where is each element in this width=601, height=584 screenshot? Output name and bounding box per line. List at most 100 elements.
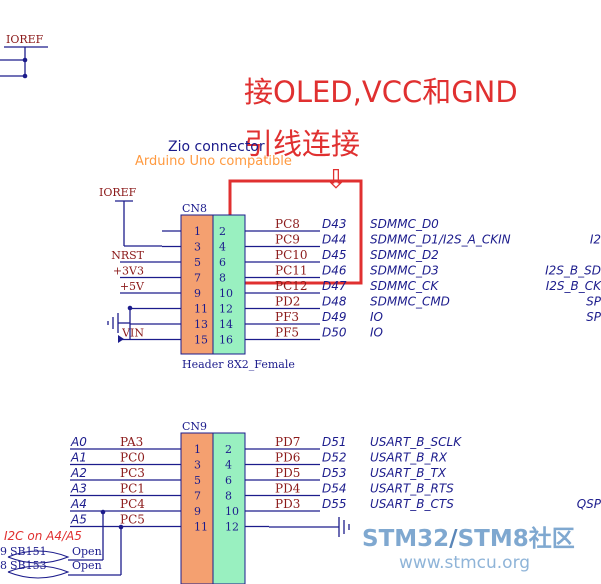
pin-number: 11 (194, 521, 208, 534)
port-label: PC9 (275, 233, 300, 247)
d-number: D50 (322, 326, 347, 340)
d-number: D43 (322, 217, 347, 231)
function-label: SDMMC_CK (370, 279, 439, 293)
d-number: D54 (322, 482, 347, 496)
jumper-state: Open (72, 559, 102, 572)
zio-connector-title: Zio connector (168, 139, 265, 155)
port-label: PC3 (120, 466, 145, 480)
pin-number: 5 (194, 256, 201, 269)
jumper-state: Open (72, 545, 102, 558)
pin-number: 13 (194, 318, 208, 331)
cn9-header-even (212, 432, 246, 584)
function-label: USART_B_RTS (370, 482, 454, 496)
d-number: D55 (322, 497, 347, 511)
port-label: PC5 (120, 513, 145, 527)
junction-dot (22, 57, 28, 63)
pin-number: 6 (219, 256, 226, 269)
watermark-line-1: STM32/STM8社区 (362, 525, 575, 552)
function-label: USART_B_TX (370, 466, 447, 480)
cn8-part-name: Header 8X2_Female (182, 358, 295, 371)
pin-number: 3 (194, 241, 201, 254)
cn8-ioref-wire (115, 200, 162, 247)
cn8-ioref-label: IOREF (99, 186, 137, 199)
a-number: A5 (70, 513, 87, 527)
d-number: D51 (322, 435, 347, 449)
port-label: PA3 (120, 435, 143, 449)
cn8-ref: CN8 (182, 202, 207, 215)
port-label: PD2 (275, 295, 300, 309)
pin-number: 7 (194, 272, 201, 285)
net-label: +5V (120, 280, 145, 293)
port-label: PC1 (120, 482, 145, 496)
function-label: USART_B_RX (370, 451, 448, 465)
cn9-pin-group: 1PA3A03PC0A15PC3A27PC1A39PC4A411PC5A52PD… (70, 435, 601, 534)
junction-dot (22, 73, 28, 79)
function-label: USART_B_CTS (370, 497, 454, 511)
d-number: D45 (322, 248, 347, 262)
port-label: PC8 (275, 217, 300, 231)
pin-number: 4 (225, 459, 232, 472)
d-number: D49 (322, 310, 347, 324)
port-label: PD6 (275, 451, 300, 465)
pin-number: 3 (194, 459, 201, 472)
far-right-label: SP (586, 295, 601, 309)
pin-number: 8 (219, 272, 226, 285)
d-number: D48 (322, 295, 347, 309)
pin-number: 2 (219, 225, 226, 238)
watermark-line-2: www.stmcu.org (399, 553, 530, 573)
a-number: A0 (70, 435, 87, 449)
zio-connector-subtitle: Arduino Uno compatible (135, 154, 292, 169)
function-label: SDMMC_D1/I2S_A_CKIN (370, 233, 511, 247)
a-number: A4 (70, 497, 87, 511)
junction-dot (118, 524, 124, 530)
cn9-ref: CN9 (182, 420, 207, 433)
pin-number: 10 (219, 287, 233, 300)
pin-number: 15 (194, 334, 208, 347)
function-label: IO (370, 310, 383, 324)
solder-bridge-sb151: 9 SB151 Open (0, 545, 103, 564)
pin-number: 7 (194, 490, 201, 503)
watermark: STM32/STM8社区 www.stmcu.org (362, 525, 575, 573)
vin-arrow-icon (118, 335, 124, 343)
d-number: D53 (322, 466, 347, 480)
d-number: D44 (322, 233, 347, 247)
svg-text:8: 8 (0, 559, 7, 572)
pin-number: 6 (225, 474, 232, 487)
net-label: VIN (121, 327, 144, 340)
function-label: SDMMC_D2 (370, 248, 439, 262)
net-label: NRST (111, 249, 144, 262)
pin-number: 9 (194, 505, 201, 518)
top-ioref-label: IOREF (6, 33, 44, 46)
port-label: PC11 (275, 264, 308, 278)
pin-number: 5 (194, 474, 201, 487)
cn9-header-odd (180, 432, 214, 584)
annotation-line-1: 接OLED,VCC和GND (244, 75, 518, 109)
pin-number: 16 (219, 334, 233, 347)
a-number: A1 (70, 451, 87, 465)
d-number: D46 (322, 264, 347, 278)
jumper-name: SB153 (10, 559, 47, 572)
net-label: +3V3 (113, 265, 144, 278)
svg-text:9: 9 (0, 545, 7, 558)
far-right-label: SP (586, 310, 601, 324)
port-label: PD5 (275, 466, 300, 480)
pin-number: 9 (194, 287, 201, 300)
port-label: PD4 (275, 482, 301, 496)
far-right-label: I2 (590, 233, 601, 247)
far-right-label: I2S_B_CK (546, 279, 601, 293)
far-right-label: I2S_B_SD (545, 264, 601, 278)
port-label: PC12 (275, 279, 308, 293)
function-label: SDMMC_D0 (370, 217, 439, 231)
pin-number: 14 (219, 318, 233, 331)
function-label: IO (370, 326, 383, 340)
port-label: PF3 (275, 310, 299, 324)
port-label: PC10 (275, 248, 308, 262)
solder-bridge-sb153: 8 SB153 Open (0, 559, 121, 579)
function-label: USART_B_SCLK (370, 435, 462, 449)
pin-number: 4 (219, 241, 226, 254)
port-label: PC4 (120, 497, 145, 511)
i2c-tap-wires (102, 512, 122, 575)
d-number: D47 (322, 279, 347, 293)
